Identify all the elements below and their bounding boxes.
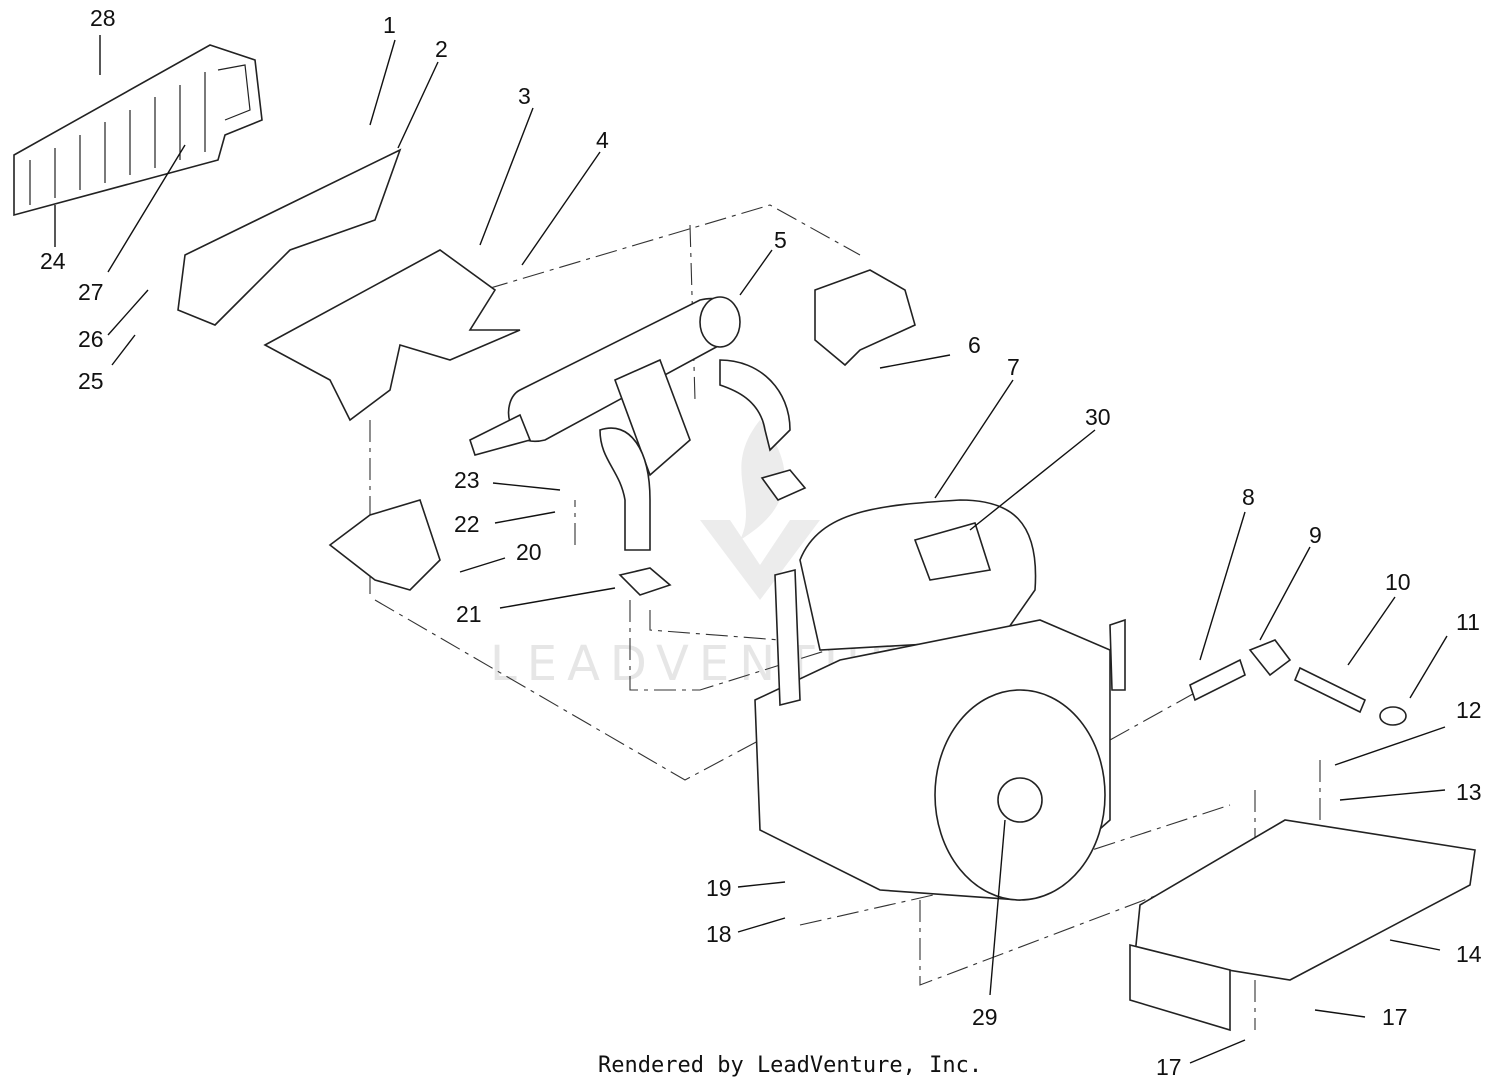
callout-11: 11 xyxy=(1456,609,1480,635)
cover-part xyxy=(814,269,916,367)
callout-5: 5 xyxy=(774,227,787,253)
fitting-parts xyxy=(1189,639,1407,726)
grille-part xyxy=(13,44,263,217)
base-plate-part xyxy=(1129,819,1476,1032)
callout-6: 6 xyxy=(968,332,981,358)
callout-30: 30 xyxy=(1085,404,1111,430)
callout-8: 8 xyxy=(1242,484,1255,510)
callout-20: 20 xyxy=(516,539,542,565)
callout-23: 23 xyxy=(454,467,480,493)
callout-26: 26 xyxy=(78,326,104,352)
heat-shield-parts xyxy=(177,148,521,591)
callout-24: 24 xyxy=(40,248,66,274)
callout-19: 19 xyxy=(706,875,732,901)
callout-4: 4 xyxy=(596,127,609,153)
footer-credit: Rendered by LeadVenture, Inc. xyxy=(598,1053,982,1078)
muffler-part xyxy=(469,296,807,596)
callout-17b: 17 xyxy=(1156,1054,1182,1080)
callout-labels: 1 2 3 4 5 6 7 8 9 10 11 12 13 14 17 17 1… xyxy=(40,5,1482,1080)
callout-29: 29 xyxy=(972,1004,998,1030)
callout-25: 25 xyxy=(78,368,104,394)
callout-12: 12 xyxy=(1456,697,1482,723)
callout-14: 14 xyxy=(1456,941,1482,967)
callout-2: 2 xyxy=(435,36,448,62)
callout-3: 3 xyxy=(518,83,531,109)
callout-18: 18 xyxy=(706,921,732,947)
callout-9: 9 xyxy=(1309,522,1322,548)
leader-lines xyxy=(54,35,1448,1064)
callout-1: 1 xyxy=(383,12,396,38)
callout-10: 10 xyxy=(1385,569,1411,595)
engine-part xyxy=(754,499,1126,901)
callout-7: 7 xyxy=(1007,354,1020,380)
callout-22: 22 xyxy=(454,511,480,537)
callout-28: 28 xyxy=(90,5,116,31)
callout-27: 27 xyxy=(78,279,104,305)
callout-21: 21 xyxy=(456,601,482,627)
callout-13: 13 xyxy=(1456,779,1482,805)
callout-17a: 17 xyxy=(1382,1004,1408,1030)
